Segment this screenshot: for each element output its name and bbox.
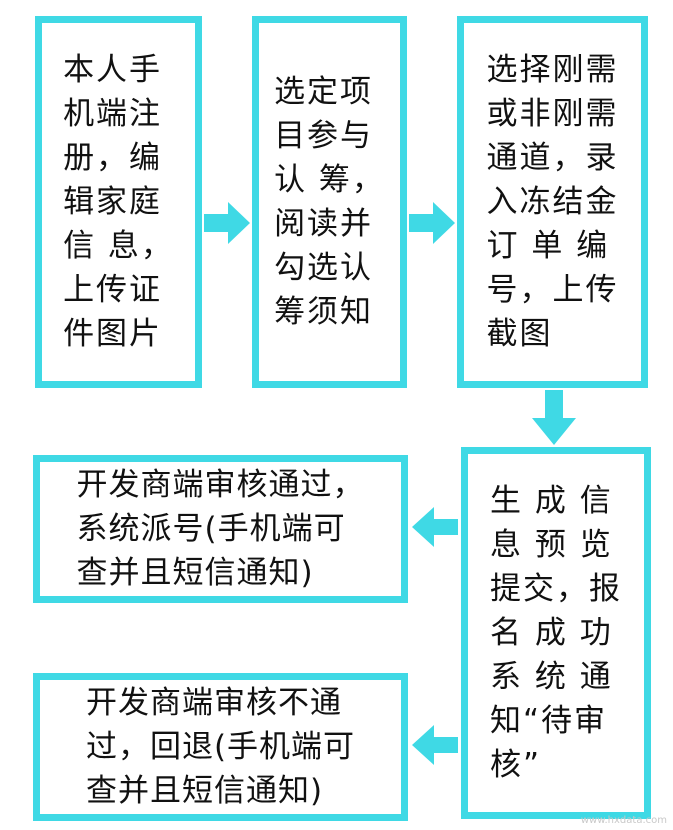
- step-3-box: 选择刚需 或非刚需 通道，录 入冻结金 订 单 编 号，上传 截图: [457, 16, 648, 388]
- arrow-right-2: [409, 202, 455, 244]
- pass-result-box: 开发商端审核通过， 系统派号(手机端可 查并且短信通知): [33, 455, 408, 603]
- arrow-left-pass: [412, 507, 458, 547]
- step-4-text: 生 成 信 息 预 览 提交，报 名 成 功 系 统 通 知“待审 核”: [490, 483, 622, 783]
- fail-result-text: 开发商端审核不通 过，回退(手机端可 查并且短信通知): [85, 685, 356, 809]
- step-4-box: 生 成 信 息 预 览 提交，报 名 成 功 系 统 通 知“待审 核”: [461, 447, 651, 819]
- watermark: www.hxdata.com: [580, 815, 667, 826]
- step-3-text: 选择刚需 或非刚需 通道，录 入冻结金 订 单 编 号，上传 截图: [486, 52, 619, 352]
- arrow-down: [532, 390, 576, 445]
- step-1-box: 本人手 机端注 册，编 辑家庭 信 息， 上传证 件图片: [35, 16, 202, 388]
- arrow-left-fail: [412, 725, 458, 765]
- step-2-box: 选定项 目参与 认 筹， 阅读并 勾选认 筹须知: [252, 16, 407, 388]
- fail-result-box: 开发商端审核不通 过，回退(手机端可 查并且短信通知): [33, 673, 408, 821]
- arrow-right-1: [204, 202, 250, 244]
- pass-result-text: 开发商端审核通过， 系统派号(手机端可 查并且短信通知): [76, 467, 365, 591]
- step-2-text: 选定项 目参与 认 筹， 阅读并 勾选认 筹须知: [274, 74, 385, 330]
- step-1-text: 本人手 机端注 册，编 辑家庭 信 息， 上传证 件图片: [63, 52, 174, 352]
